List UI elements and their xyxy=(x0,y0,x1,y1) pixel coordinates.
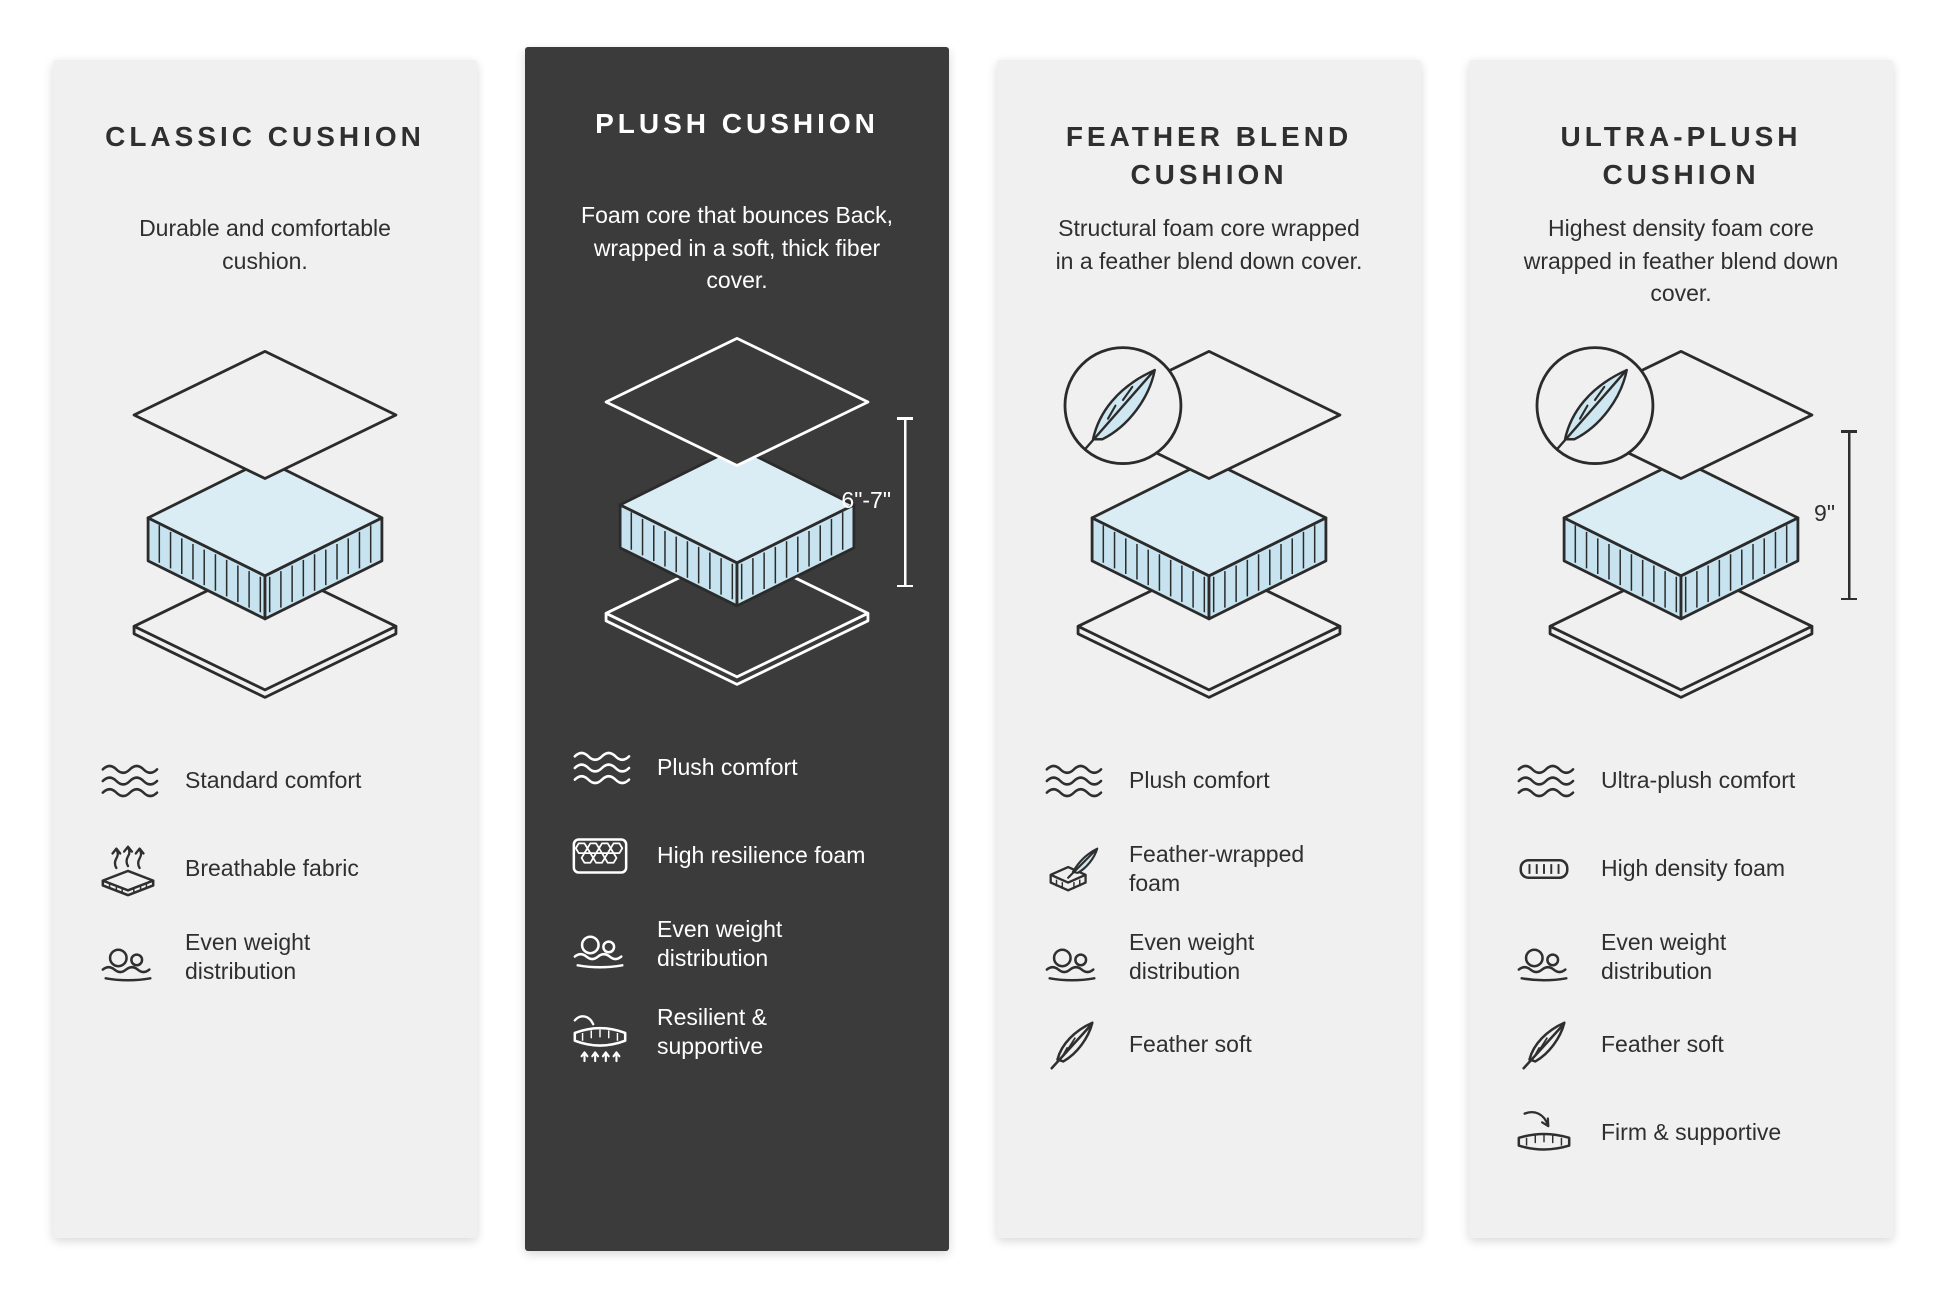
feature-label: Even weight distribution xyxy=(657,915,783,971)
feature-list: Plush comfort High resilience foam Even … xyxy=(559,737,915,1089)
cushion-layers-diagram: 9" xyxy=(1503,336,1859,720)
feature-item: Firm & supportive xyxy=(1513,1102,1859,1164)
honeycomb-icon xyxy=(569,825,631,887)
feather-badge-icon xyxy=(1535,346,1655,465)
layered-cushion-illustration xyxy=(1063,346,1342,699)
feather-foam-icon xyxy=(1041,838,1103,900)
feature-item: Feather soft xyxy=(1513,1014,1859,1076)
cushion-layers-diagram: 6"-7" xyxy=(559,323,915,707)
layered-cushion-illustration xyxy=(1535,346,1814,699)
feature-label: Plush comfort xyxy=(1129,767,1270,794)
feature-item: Even weight distribution xyxy=(1513,926,1859,988)
card-description: Durable and comfortable cushion. xyxy=(139,215,391,274)
wave-icon xyxy=(569,737,631,799)
card-title: CLASSIC CUSHION xyxy=(105,121,425,152)
card-classic-cushion: CLASSIC CUSHION Durable and comfortable … xyxy=(53,60,477,1238)
wave-icon xyxy=(1041,750,1103,812)
firm-supportive-icon xyxy=(1513,1102,1575,1164)
weight-icon xyxy=(1041,926,1103,988)
weight-icon xyxy=(97,926,159,988)
weight-icon xyxy=(1513,926,1575,988)
feature-item: High resilience foam xyxy=(569,825,915,887)
feature-item: Plush comfort xyxy=(569,737,915,799)
card-description: Structural foam core wrapped in a feathe… xyxy=(1055,215,1363,274)
cushion-layers-diagram xyxy=(1031,336,1387,720)
height-bracket xyxy=(897,417,913,587)
feature-label: High resilience foam xyxy=(657,842,866,869)
feature-label: High density foam xyxy=(1601,855,1786,882)
feather-badge-icon xyxy=(1063,346,1183,465)
feature-item: Breathable fabric xyxy=(97,838,443,900)
feature-label: Ultra-plush comfort xyxy=(1601,767,1796,794)
feature-item: High density foam xyxy=(1513,838,1859,900)
feature-label: Firm & supportive xyxy=(1601,1119,1782,1146)
feature-item: Resilient & supportive xyxy=(569,1001,915,1063)
feature-list: Ultra-plush comfort High density foam Ev… xyxy=(1503,750,1859,1190)
feature-item: Feather soft xyxy=(1041,1014,1387,1076)
high-density-foam-icon xyxy=(1513,838,1575,900)
feature-item: Even weight distribution xyxy=(1041,926,1387,988)
card-plush-cushion: PLUSH CUSHION Foam core that bounces Bac… xyxy=(525,47,949,1251)
feature-label: Even weight distribution xyxy=(1601,928,1727,984)
height-label: 6"-7" xyxy=(841,487,891,513)
feather-icon xyxy=(1041,1014,1103,1076)
card-feather-blend-cushion: FEATHER BLEND CUSHION Structural foam co… xyxy=(997,60,1421,1238)
cushion-layers-diagram xyxy=(87,336,443,720)
card-title: FEATHER BLEND CUSHION xyxy=(1065,121,1353,190)
feature-list: Plush comfort Feather-wrapped foam Even … xyxy=(1031,750,1387,1102)
wave-icon xyxy=(97,750,159,812)
resilient-icon xyxy=(569,1001,631,1063)
feature-label: Standard comfort xyxy=(185,767,362,794)
feature-label: Feather-wrapped foam xyxy=(1129,840,1305,896)
card-title: PLUSH CUSHION xyxy=(595,108,879,139)
feature-item: Plush comfort xyxy=(1041,750,1387,812)
feature-label: Even weight distribution xyxy=(1129,928,1255,984)
card-description: Foam core that bounces Back, wrapped in … xyxy=(581,202,893,294)
feature-item: Ultra-plush comfort xyxy=(1513,750,1859,812)
card-description: Highest density foam core wrapped in fea… xyxy=(1523,215,1839,307)
card-title: ULTRA-PLUSH CUSHION xyxy=(1560,121,1802,190)
feature-label: Even weight distribution xyxy=(185,928,311,984)
weight-icon xyxy=(569,913,631,975)
feature-item: Even weight distribution xyxy=(569,913,915,975)
feature-label: Feather soft xyxy=(1601,1031,1724,1058)
height-bracket xyxy=(1841,430,1857,600)
wave-icon xyxy=(1513,750,1575,812)
breathable-icon xyxy=(97,838,159,900)
feature-item: Feather-wrapped foam xyxy=(1041,838,1387,900)
feature-label: Feather soft xyxy=(1129,1031,1252,1058)
layered-cushion-illustration xyxy=(132,349,398,699)
feature-item: Even weight distribution xyxy=(97,926,443,988)
feature-label: Plush comfort xyxy=(657,754,798,781)
height-label: 9" xyxy=(1814,500,1835,526)
feature-label: Resilient & supportive xyxy=(657,1003,767,1059)
feather-icon xyxy=(1513,1014,1575,1076)
feature-list: Standard comfort Breathable fabric Even … xyxy=(87,750,443,1014)
feature-item: Standard comfort xyxy=(97,750,443,812)
card-ultra-plush-cushion: ULTRA-PLUSH CUSHION Highest density foam… xyxy=(1469,60,1893,1238)
feature-label: Breathable fabric xyxy=(185,855,359,882)
